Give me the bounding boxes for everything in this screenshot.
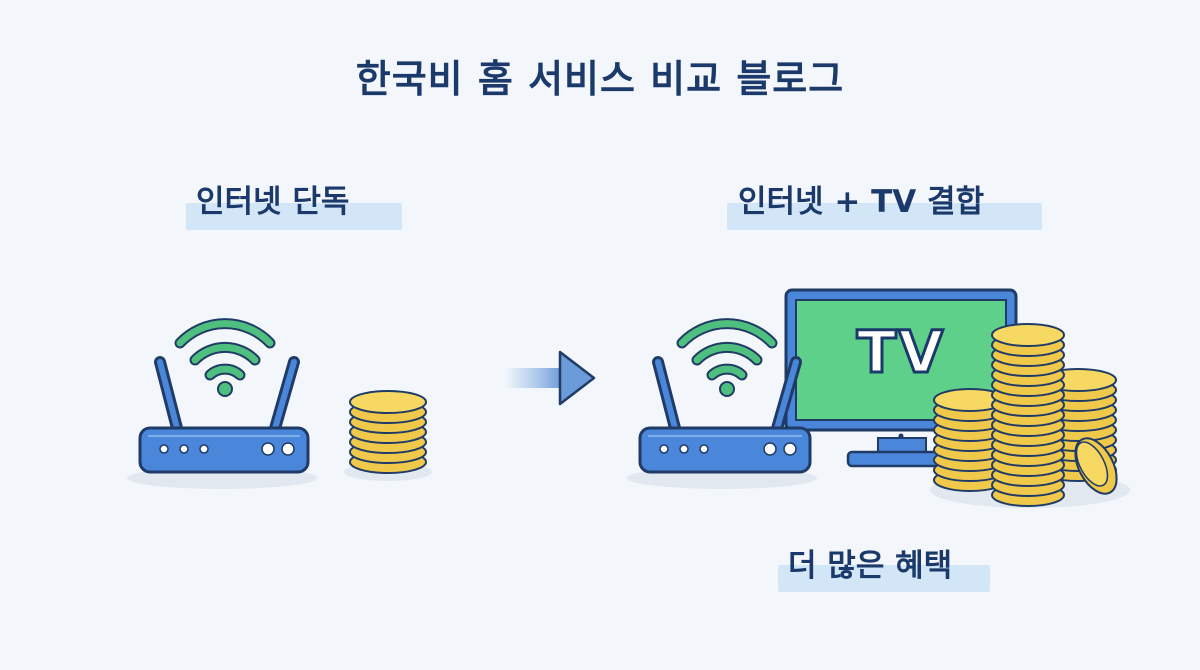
right-wifi-icon: [676, 318, 778, 397]
left-label-highlight: [186, 203, 402, 230]
coin-pile-icon: [930, 323, 1130, 508]
page-title: 한국비 홈 서비스 비교 블로그: [355, 57, 845, 101]
tv-screen-text: TV: [855, 317, 946, 388]
left-panel-label: 인터넷 단독: [196, 184, 350, 220]
left-router-icon: [127, 356, 317, 489]
right-label-highlight: [727, 203, 1042, 230]
benefit-label-highlight: [778, 565, 990, 592]
left-coin-stack-icon: [344, 390, 432, 481]
benefit-label: 더 많은 혜택: [788, 548, 953, 584]
right-router-icon: [627, 356, 817, 489]
arrow-right-icon: [505, 350, 596, 406]
right-panel-label: 인터넷 + TV 결합: [738, 184, 985, 220]
left-wifi-icon: [174, 318, 276, 397]
